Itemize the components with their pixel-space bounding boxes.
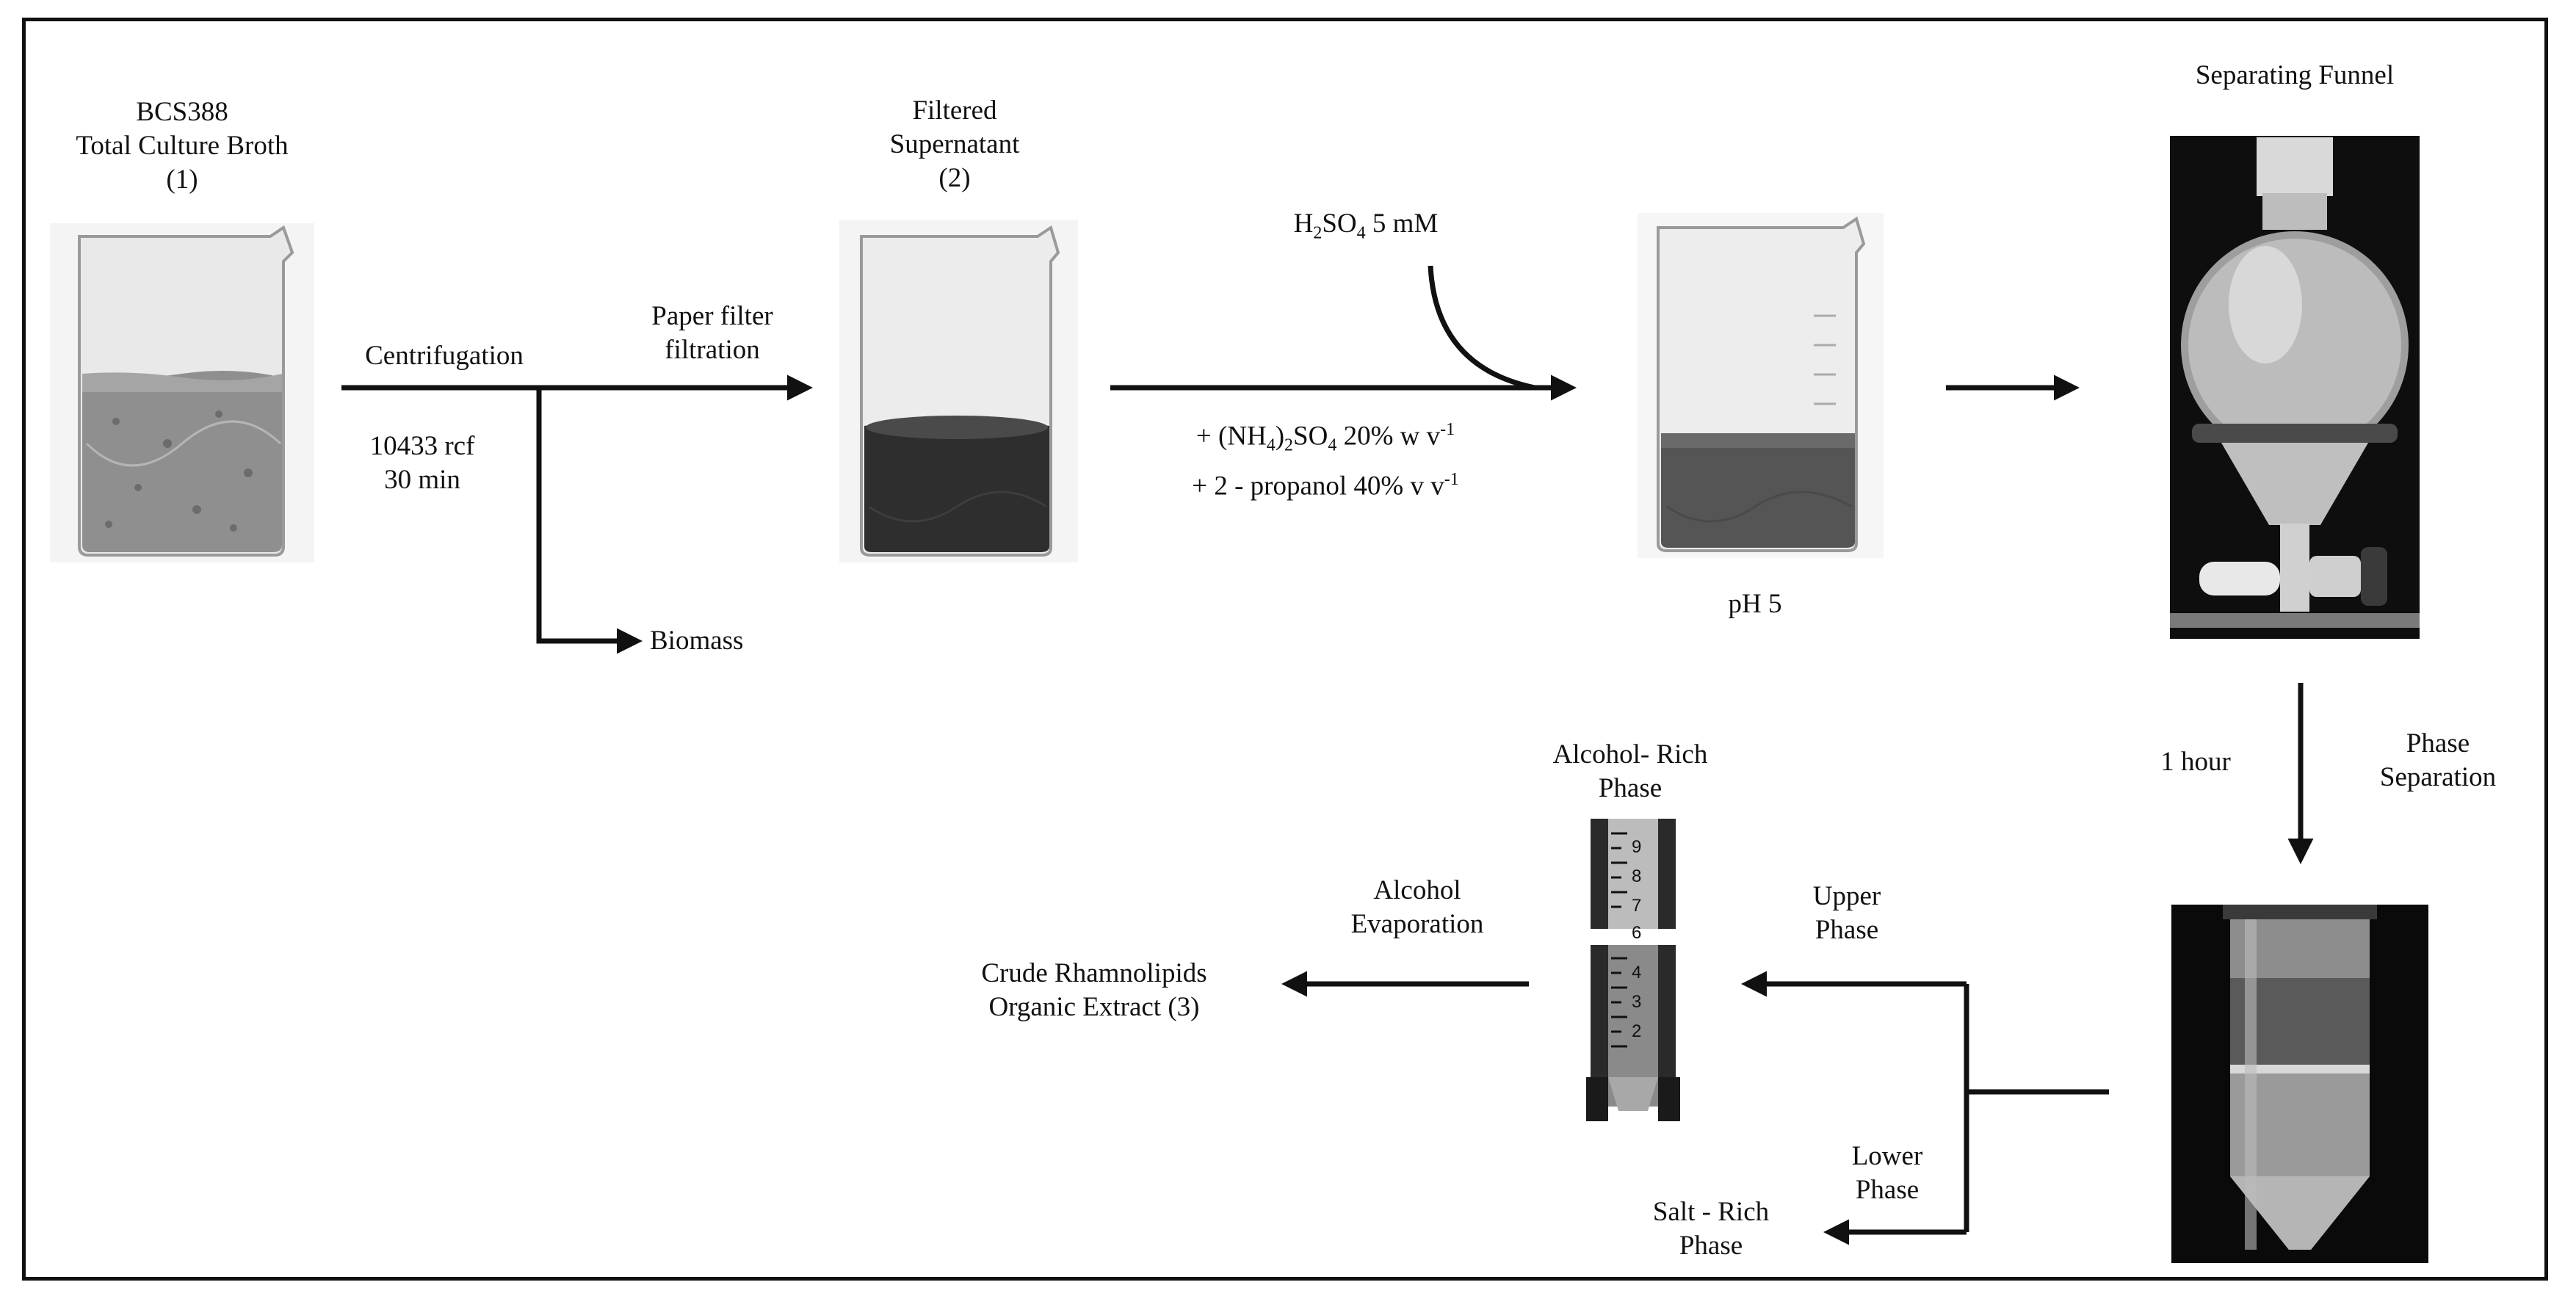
propanol-sup: -1 — [1444, 469, 1459, 489]
label-rcf-time: 10433 rcf 30 min — [334, 430, 510, 497]
label-alcohol-evap-line2: Evaporation — [1350, 909, 1484, 939]
tube-scale-3: 3 — [1632, 992, 1642, 1012]
label-h2so4: H2SO4 5 mM — [1256, 207, 1476, 250]
label-lower-phase: Lower Phase — [1806, 1140, 1968, 1207]
label-reagents: + (NH4)2SO4 20% w v-1 + 2 - propanol 40%… — [1120, 413, 1531, 503]
tube-scale-9: 9 — [1632, 837, 1642, 857]
label-propanol: + 2 - propanol 40% v v-1 — [1120, 463, 1531, 503]
tube-scale-8: 8 — [1632, 866, 1642, 886]
tube-scale-7: 7 — [1632, 896, 1642, 916]
label-alcohol-rich-line1: Alcohol- Rich — [1552, 739, 1708, 770]
h2so4-sub1: 2 — [1313, 223, 1323, 243]
label-filtered-line3: (2) — [938, 163, 971, 193]
ammonium-sub3: 4 — [1328, 435, 1337, 455]
h2so4-sub2: 4 — [1356, 223, 1366, 243]
label-broth-line2: Total Culture Broth — [76, 131, 289, 161]
ammonium-suffix: 20% w v — [1336, 421, 1441, 452]
beaker-filtered-supernatant — [839, 220, 1078, 562]
label-ammonium-sulfate: + (NH4)2SO4 20% w v-1 — [1120, 413, 1531, 463]
label-phase-sep-line2: Separation — [2379, 762, 2497, 792]
ammonium-sub1: 4 — [1266, 435, 1276, 455]
label-crude-line1: Crude Rhamnolipids — [981, 958, 1207, 988]
tube-scale-4: 4 — [1632, 963, 1642, 982]
label-phase-sep-line1: Phase — [2406, 728, 2470, 759]
label-phase-separation: Phase Separation — [2335, 727, 2541, 794]
label-upper-line1: Upper — [1812, 881, 1881, 911]
label-lower-line1: Lower — [1851, 1141, 1923, 1171]
label-rcf: 10433 rcf — [369, 431, 475, 461]
h2so4-suffix: 5 mM — [1365, 209, 1439, 239]
label-paper-filter-line1: Paper filter — [651, 301, 773, 331]
label-filtered-line2: Supernatant — [889, 129, 1020, 159]
ammonium-prefix: + (NH — [1195, 421, 1267, 452]
h2so4-prefix: H — [1293, 209, 1314, 239]
label-alcohol-evap-line1: Alcohol — [1373, 875, 1461, 905]
tube-scale-6: 6 — [1632, 923, 1642, 943]
label-time: 30 min — [384, 465, 460, 495]
label-broth: BCS388 Total Culture Broth (1) — [28, 95, 336, 197]
label-broth-line3: (1) — [166, 164, 198, 195]
label-filtered-supernatant: Filtered Supernatant (2) — [815, 94, 1094, 195]
beaker-total-culture-broth — [50, 223, 314, 562]
label-biomass: Biomass — [650, 626, 744, 656]
label-broth-line1: BCS388 — [136, 97, 228, 127]
ammonium-sub2: 2 — [1284, 435, 1294, 455]
label-salt-rich-line2: Phase — [1679, 1231, 1743, 1261]
tube-scale-2: 2 — [1632, 1021, 1642, 1041]
ammonium-mid2: SO — [1293, 421, 1328, 452]
label-ph: pH 5 — [1728, 589, 1782, 619]
label-centrifugation: Centrifugation — [365, 341, 524, 371]
phase-separation-tube-photo — [2171, 905, 2428, 1263]
label-one-hour: 1 hour — [2160, 747, 2231, 777]
label-lower-line2: Phase — [1855, 1175, 1920, 1205]
label-alcohol-rich-line2: Phase — [1598, 773, 1663, 803]
separating-funnel-photo — [2170, 136, 2420, 639]
label-filtered-line1: Filtered — [912, 95, 997, 126]
graduated-tube-photo: 9 8 7 6 4 3 2 — [1586, 819, 1680, 1121]
arrow-h2so4-curve — [1428, 265, 1535, 391]
ammonium-mid1: ) — [1275, 421, 1285, 452]
label-crude-rhamnolipids: Crude Rhamnolipids Organic Extract (3) — [925, 957, 1263, 1024]
label-paper-filter-line2: filtration — [665, 335, 760, 365]
h2so4-mid: SO — [1322, 209, 1357, 239]
label-alcohol-rich-phase: Alcohol- Rich Phase — [1513, 738, 1748, 805]
label-separating-funnel: Separating Funnel — [2195, 60, 2395, 90]
label-salt-rich-phase: Salt - Rich Phase — [1601, 1195, 1821, 1263]
label-alcohol-evaporation: Alcohol Evaporation — [1307, 874, 1527, 941]
beaker-ph5 — [1638, 213, 1884, 558]
label-paper-filter: Paper filter filtration — [602, 300, 822, 367]
label-crude-line2: Organic Extract (3) — [988, 992, 1200, 1022]
label-upper-line2: Phase — [1815, 915, 1879, 945]
propanol-text: + 2 - propanol 40% v v — [1192, 471, 1444, 502]
label-upper-phase: Upper Phase — [1762, 880, 1931, 947]
arrow-biomass — [536, 388, 643, 654]
figure-frame — [22, 18, 2548, 1281]
ammonium-sup: -1 — [1440, 420, 1455, 439]
label-salt-rich-line1: Salt - Rich — [1652, 1197, 1770, 1227]
